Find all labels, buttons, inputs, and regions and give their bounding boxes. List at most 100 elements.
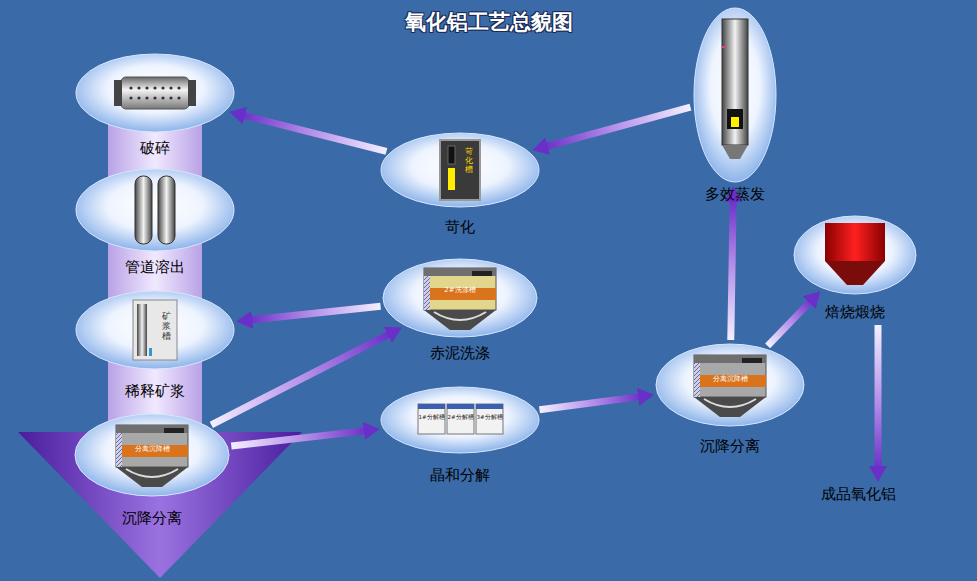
process-label: 成品氧化铝 xyxy=(821,485,896,503)
rake-arm xyxy=(704,399,756,407)
flow-arrow xyxy=(241,115,386,152)
tank-top xyxy=(424,268,496,276)
rake-arm xyxy=(126,469,178,477)
tank-top xyxy=(116,425,188,433)
process-node: 多效蒸发 xyxy=(693,7,777,203)
ellipse-outline xyxy=(75,414,229,496)
column-window xyxy=(727,109,743,129)
flow-arrow xyxy=(211,333,391,425)
slurry-layer xyxy=(116,445,188,457)
diagram-title: 氧化铝工艺总貌图 xyxy=(0,8,977,36)
ellipse-outline xyxy=(76,169,234,251)
drum-hole xyxy=(177,86,180,89)
tank-wall xyxy=(116,433,122,467)
tank-wall xyxy=(424,276,430,310)
flow-arrow xyxy=(731,198,733,340)
process-node: 稀释矿浆 xyxy=(75,290,235,400)
ellipse-outline xyxy=(694,8,776,182)
equipment-icon xyxy=(418,404,503,434)
ellipse-outline xyxy=(383,259,537,337)
flow-arrow xyxy=(768,300,812,346)
tank-body xyxy=(424,268,496,310)
flow-arrow xyxy=(248,306,380,320)
drum-hole xyxy=(145,96,148,99)
ellipse-outline xyxy=(656,344,804,426)
tank-cone xyxy=(694,397,766,417)
drum-cap xyxy=(114,80,122,106)
process-ellipse xyxy=(382,258,538,338)
equipment-icon xyxy=(722,19,748,159)
slurry-tank xyxy=(133,300,177,360)
evaporator-column xyxy=(722,19,748,145)
equipment-tag: 分离沉降槽 xyxy=(135,446,170,454)
equipment-icon xyxy=(440,140,480,200)
process-ellipse xyxy=(74,413,230,497)
equipment-icon xyxy=(114,77,196,109)
process-label: 多效蒸发 xyxy=(693,185,777,203)
tank-pipe xyxy=(137,304,147,356)
process-node: 赤泥洗涤 xyxy=(382,258,538,362)
crusher-drum xyxy=(121,77,189,109)
decomposer-tank xyxy=(447,404,474,434)
tank-cone xyxy=(116,467,188,487)
flow-arrow xyxy=(544,107,691,147)
process-node: 沉降分离 xyxy=(74,413,230,527)
equipment-tag: 1#分解槽 xyxy=(418,414,444,420)
drum-hole xyxy=(161,96,164,99)
process-node: 破碎 xyxy=(75,53,235,157)
process-label: 破碎 xyxy=(75,139,235,157)
process-label: 苛化 xyxy=(380,218,540,236)
tank-top xyxy=(694,355,766,363)
equipment-tag: 3#分解槽 xyxy=(476,414,502,420)
process-label: 晶和分解 xyxy=(380,466,540,484)
process-node: 管道溶出 xyxy=(75,168,235,276)
tank-top xyxy=(476,404,503,409)
process-node: 晶和分解 xyxy=(380,386,540,484)
ellipse-outline xyxy=(381,387,539,453)
column-level xyxy=(731,117,739,127)
tank-body xyxy=(694,355,766,397)
equipment-icon xyxy=(825,223,885,285)
process-label: 赤泥洗涤 xyxy=(382,344,538,362)
drum-hole xyxy=(137,86,140,89)
process-label: 管道溶出 xyxy=(75,258,235,276)
process-ellipse xyxy=(693,7,777,183)
tank-window xyxy=(448,146,455,164)
process-node: 焙烧煅烧 xyxy=(793,215,917,321)
equipment-icon xyxy=(116,425,188,487)
product-label-node: 成品氧化铝 xyxy=(821,485,896,503)
flow-arrow xyxy=(539,396,642,409)
equipment-tag: 2#分解槽 xyxy=(447,414,473,420)
drum-hole xyxy=(153,86,156,89)
process-label: 沉降分离 xyxy=(74,509,230,527)
equipment-icon xyxy=(424,268,496,330)
slurry-layer xyxy=(424,288,496,300)
equipment-icon xyxy=(135,176,175,244)
flow-arrow xyxy=(231,430,368,446)
process-ellipse xyxy=(655,343,805,427)
decomposer-tank xyxy=(418,404,445,434)
drum-hole xyxy=(169,96,172,99)
tank-gauge xyxy=(164,428,184,433)
equipment-tag: 矿浆槽 xyxy=(162,312,171,342)
equipment-tag: 2#洗涤槽 xyxy=(444,287,475,295)
drum-hole xyxy=(169,86,172,89)
drum-hole xyxy=(177,96,180,99)
column-cone xyxy=(722,145,748,159)
slurry-layer xyxy=(694,375,766,387)
tank-cone xyxy=(424,310,496,330)
drum-hole xyxy=(153,96,156,99)
flow-band-head xyxy=(18,432,302,578)
digester-pipe xyxy=(158,176,175,244)
calciner-cone xyxy=(825,261,885,285)
process-node: 苛化 xyxy=(380,132,540,236)
tank-level xyxy=(149,348,152,356)
drum-hole xyxy=(129,96,132,99)
tank-body xyxy=(116,425,188,467)
rake-arm xyxy=(434,312,486,320)
drum-hole xyxy=(137,96,140,99)
flow-arrow xyxy=(875,325,882,470)
ellipse-outline xyxy=(76,291,234,369)
process-ellipse xyxy=(793,215,917,295)
